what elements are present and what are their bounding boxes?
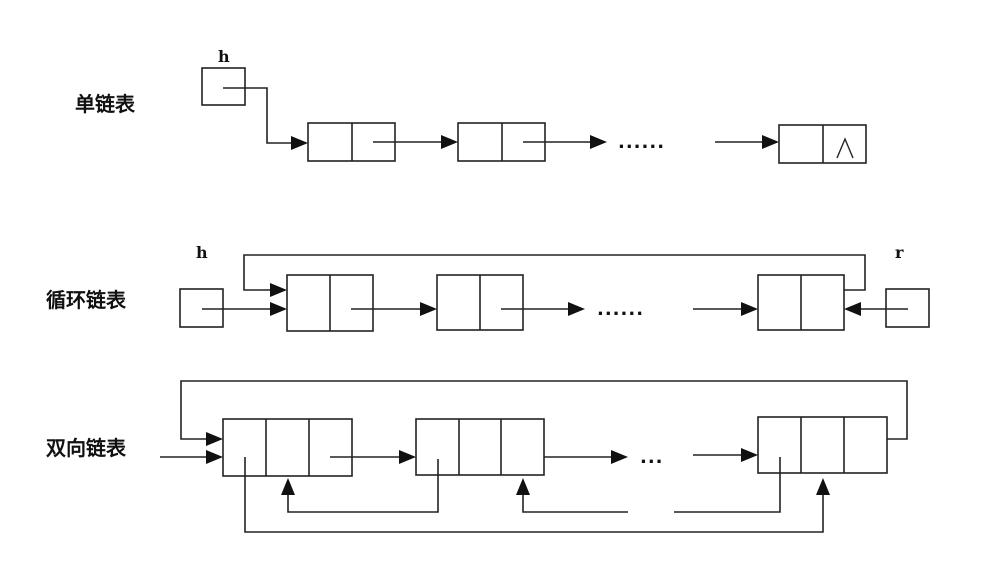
head-pointer-box bbox=[201, 67, 246, 106]
arrowhead bbox=[206, 450, 223, 464]
arrowhead bbox=[206, 432, 223, 446]
arrowhead bbox=[281, 478, 295, 495]
rear-pointer-box bbox=[885, 288, 930, 328]
arrowhead bbox=[568, 302, 585, 316]
rear-pointer-label: r bbox=[895, 243, 904, 262]
section-label-doubly: 双向链表 bbox=[46, 436, 127, 460]
arrowhead bbox=[420, 302, 437, 316]
list-node-tail bbox=[757, 274, 845, 331]
ellipsis: ... bbox=[640, 447, 664, 468]
list-node bbox=[415, 418, 545, 476]
circular-link-line bbox=[243, 254, 866, 291]
arrowhead bbox=[516, 478, 530, 495]
ellipsis: ...... bbox=[618, 132, 665, 153]
section-label-circular: 循环链表 bbox=[46, 288, 127, 312]
prior-pointer-line bbox=[674, 457, 781, 513]
prior-pointer-line bbox=[522, 494, 628, 513]
arrowhead bbox=[270, 283, 287, 297]
arrowhead bbox=[762, 135, 779, 149]
arrowhead bbox=[741, 448, 758, 462]
list-node bbox=[436, 274, 524, 331]
arrowhead bbox=[611, 450, 628, 464]
arrowhead bbox=[441, 135, 458, 149]
arrowhead bbox=[816, 478, 830, 495]
arrowhead bbox=[270, 302, 287, 316]
list-node bbox=[286, 274, 374, 332]
doubly-linked-list: 双向链表 ... bbox=[46, 380, 908, 533]
singly-linked-list: 单链表 h ...... bbox=[75, 47, 867, 164]
arrowhead bbox=[399, 450, 416, 464]
ellipsis: ...... bbox=[597, 299, 644, 320]
circular-prior-link-line bbox=[244, 457, 824, 533]
circular-next-link-line bbox=[180, 380, 908, 440]
arrowhead bbox=[291, 136, 308, 150]
list-node bbox=[222, 418, 353, 477]
circular-linked-list: 循环链表 h r ...... bbox=[46, 243, 930, 332]
list-node-tail bbox=[757, 416, 888, 474]
arrowhead bbox=[844, 302, 861, 316]
null-symbol-icon bbox=[836, 137, 854, 159]
prior-pointer-line bbox=[287, 459, 439, 513]
arrowhead bbox=[590, 135, 607, 149]
list-node-tail bbox=[778, 124, 867, 164]
section-label-singly: 单链表 bbox=[75, 92, 136, 116]
head-pointer-label: h bbox=[196, 243, 208, 262]
head-pointer-box bbox=[179, 288, 224, 328]
head-pointer-label: h bbox=[218, 47, 230, 66]
head-pointer-line bbox=[223, 87, 293, 144]
arrowhead bbox=[741, 302, 758, 316]
